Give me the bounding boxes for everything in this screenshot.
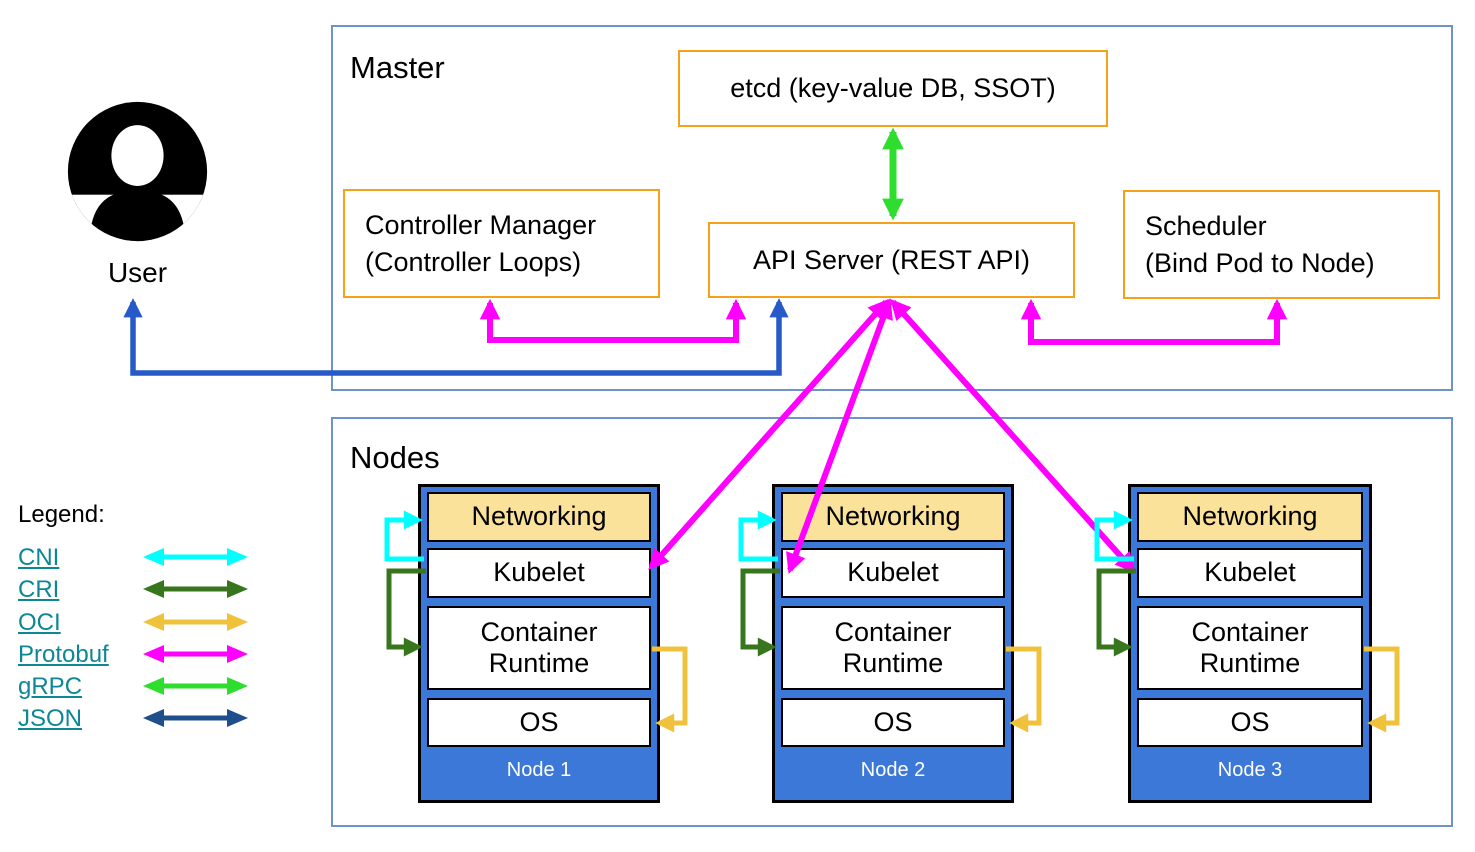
- controller-manager-box: Controller Manager (Controller Loops): [343, 189, 660, 298]
- legend-title: Legend:: [18, 501, 105, 528]
- legend-link-oci[interactable]: OCI: [18, 609, 61, 636]
- node3-networking-layer: Networking: [1137, 492, 1363, 542]
- legend-arrow-json: [143, 709, 248, 727]
- node1-container-runtime-layer: Container Runtime: [427, 606, 651, 690]
- legend-row-protobuf: Protobuf: [18, 641, 273, 671]
- legend-row-grpc: gRPC: [18, 673, 273, 703]
- legend-arrow-protobuf: [143, 645, 248, 663]
- node2-container-runtime-layer: Container Runtime: [781, 606, 1005, 690]
- api-server-label: API Server (REST API): [752, 244, 1031, 275]
- node1-os-layer: OS: [427, 698, 651, 747]
- node3-container-runtime-layer: Container Runtime: [1137, 606, 1363, 690]
- legend-link-cri[interactable]: CRI: [18, 576, 60, 603]
- legend-arrow-oci: [143, 613, 248, 631]
- node-3: Networking Kubelet Container Runtime OS …: [1128, 484, 1372, 803]
- legend-row-oci: OCI: [18, 609, 273, 639]
- controller-manager-line1: Controller Manager: [365, 210, 597, 241]
- node3-kubelet-layer: Kubelet: [1137, 548, 1363, 598]
- legend-arrow-cni: [143, 548, 248, 566]
- scheduler-line1: Scheduler: [1145, 211, 1267, 242]
- legend-arrow-grpc: [143, 677, 248, 695]
- node-2: Networking Kubelet Container Runtime OS …: [772, 484, 1014, 803]
- node1-name: Node 1: [506, 759, 572, 781]
- node2-os-layer: OS: [781, 698, 1005, 747]
- legend-link-protobuf[interactable]: Protobuf: [18, 641, 109, 668]
- legend-row-cri: CRI: [18, 576, 273, 606]
- node1-kubelet-layer: Kubelet: [427, 548, 651, 598]
- node3-name: Node 3: [1217, 759, 1283, 781]
- node2-kubelet-layer: Kubelet: [781, 548, 1005, 598]
- scheduler-box: Scheduler (Bind Pod to Node): [1123, 190, 1440, 299]
- master-title: Master: [350, 50, 445, 85]
- api-server-box: API Server (REST API): [708, 222, 1075, 298]
- legend-arrow-cri: [143, 580, 248, 598]
- node-1: Networking Kubelet Container Runtime OS …: [418, 484, 660, 803]
- node3-os-layer: OS: [1137, 698, 1363, 747]
- user-label: User: [107, 257, 168, 288]
- etcd-box: etcd (key-value DB, SSOT): [678, 50, 1108, 127]
- legend-link-json[interactable]: JSON: [18, 705, 83, 732]
- legend-row-json: JSON: [18, 705, 273, 735]
- scheduler-line2: (Bind Pod to Node): [1145, 247, 1375, 278]
- node2-networking-layer: Networking: [781, 492, 1005, 542]
- controller-manager-line2: (Controller Loops): [365, 246, 582, 277]
- user-avatar-icon: [67, 101, 208, 242]
- legend-link-cni[interactable]: CNI: [18, 544, 60, 571]
- legend-row-cni: CNI: [18, 544, 273, 574]
- node2-name: Node 2: [860, 759, 926, 781]
- etcd-label: etcd (key-value DB, SSOT): [730, 73, 1056, 104]
- user-icon: [65, 99, 210, 244]
- nodes-title: Nodes: [350, 440, 440, 475]
- legend-link-grpc[interactable]: gRPC: [18, 673, 83, 700]
- node1-networking-layer: Networking: [427, 492, 651, 542]
